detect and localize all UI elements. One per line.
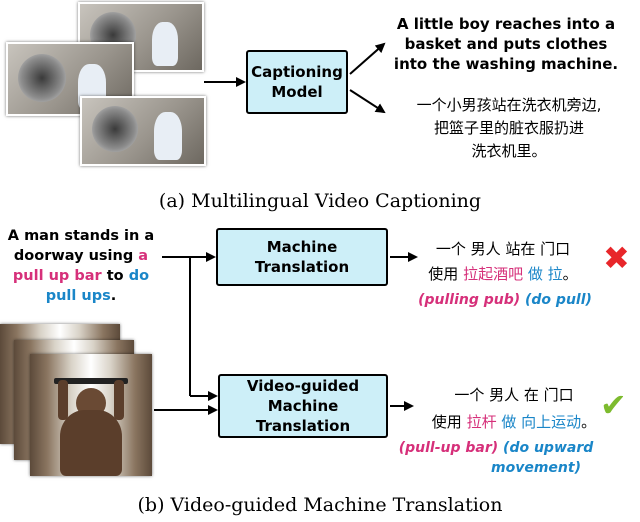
vmt-output: 一个 男人 在 门口 使用 拉杆 做 向上运动。	[431, 386, 597, 431]
mt-output: 一个 男人 站在 门口 使用 拉起酒吧 做 拉。	[428, 240, 578, 283]
box-label: Captioning	[251, 63, 343, 81]
chinese-caption: 一个小男孩站在洗衣机旁边, 把篮子里的脏衣服扔进 洗衣机里。	[416, 96, 602, 160]
box-label: Model	[271, 83, 323, 101]
source-sentence: A man stands in a doorway using a pull u…	[7, 228, 155, 304]
arrow	[349, 89, 386, 114]
arrow	[349, 42, 386, 75]
figure-caption-a: (a) Multilingual Video Captioning	[158, 190, 482, 212]
figure-caption-b: (b) Video-guided Machine Translation	[137, 494, 503, 516]
box-label: Video-guided	[246, 377, 360, 395]
video-frame	[6, 42, 134, 116]
right-mark-icon: ✔	[600, 386, 627, 424]
vmt-gloss: (pull-up bar) (do upward movement)	[398, 440, 594, 476]
box-label: Machine Translation	[255, 397, 351, 435]
machine-translation-box: Machine Translation	[216, 228, 388, 286]
mt-gloss: (pulling pub) (do pull)	[418, 292, 592, 308]
english-caption: A little boy reaches into a basket and p…	[393, 15, 619, 73]
video-frame	[80, 96, 206, 166]
wrong-mark-icon: ✖	[603, 239, 630, 277]
video-frame	[30, 354, 152, 476]
